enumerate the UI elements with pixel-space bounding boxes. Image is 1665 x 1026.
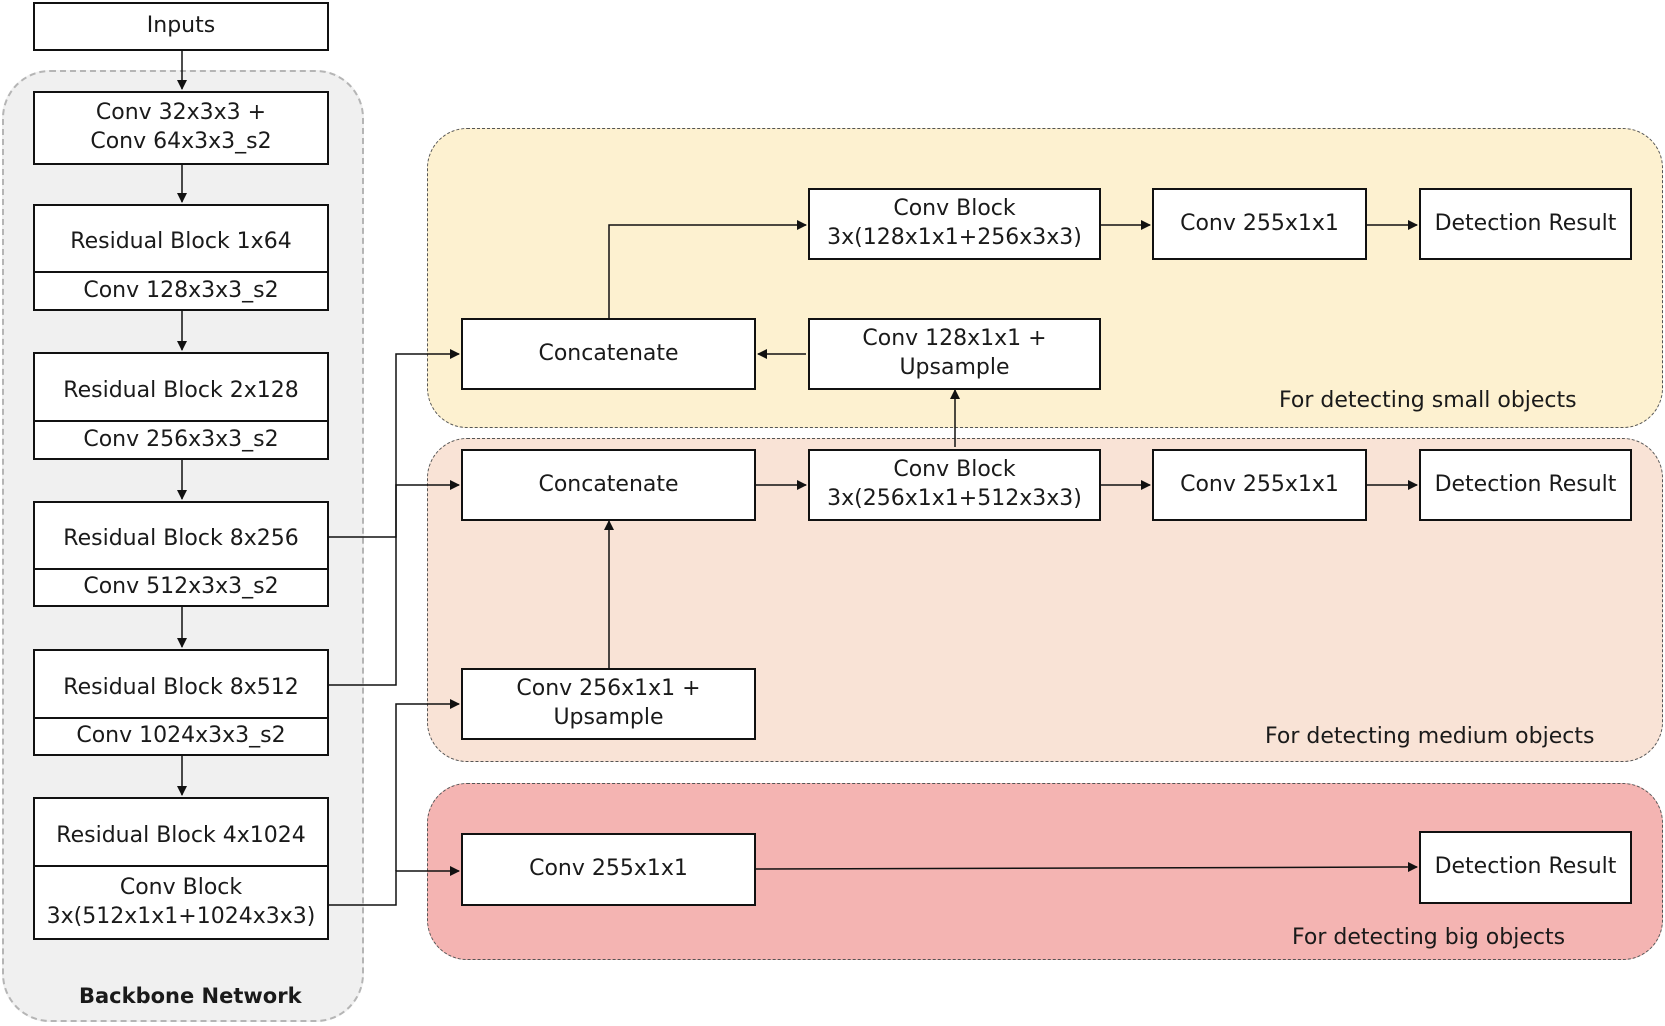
residual-stage-5: Residual Block 4x1024 Conv Block 3x(512x… bbox=[33, 797, 329, 940]
inputs-label: Inputs bbox=[146, 13, 216, 39]
small-conv-output-label: Conv 255x1x1 bbox=[1180, 210, 1339, 236]
stem-conv-label: Conv 32x3x3 + Conv 64x3x3_s2 bbox=[90, 100, 272, 154]
small-conv-output-box: Conv 255x1x1 bbox=[1152, 188, 1367, 260]
residual-stage-2: Residual Block 2x128 Conv 256x3x3_s2 bbox=[33, 352, 329, 460]
big-detection-result-label: Detection Result bbox=[1434, 854, 1617, 880]
medium-detection-result-box: Detection Result bbox=[1419, 449, 1632, 521]
final-conv-block-label: Conv Block 3x(512x1x1+1024x3x3) bbox=[35, 865, 327, 938]
small-conv-upsample-box: Conv 128x1x1 + Upsample bbox=[808, 318, 1101, 390]
medium-conv-upsample-label: Conv 256x1x1 + Upsample bbox=[516, 676, 701, 730]
medium-objects-label: For detecting medium objects bbox=[1265, 724, 1595, 749]
downsample-conv-label: Conv 512x3x3_s2 bbox=[35, 568, 327, 605]
small-conv-block-label: Conv Block 3x(128x1x1+256x3x3) bbox=[827, 196, 1082, 250]
medium-conv-output-label: Conv 255x1x1 bbox=[1180, 471, 1339, 497]
residual-block-label: Residual Block 4x1024 bbox=[56, 822, 306, 848]
small-detection-result-label: Detection Result bbox=[1434, 210, 1617, 236]
small-detection-result-box: Detection Result bbox=[1419, 188, 1632, 260]
medium-conv-upsample-box: Conv 256x1x1 + Upsample bbox=[461, 668, 756, 740]
small-objects-label: For detecting small objects bbox=[1279, 388, 1577, 413]
residual-block-label: Residual Block 8x512 bbox=[63, 674, 299, 700]
downsample-conv-label: Conv 128x3x3_s2 bbox=[35, 271, 327, 309]
stem-conv-box: Conv 32x3x3 + Conv 64x3x3_s2 bbox=[33, 91, 329, 165]
small-conv-block-box: Conv Block 3x(128x1x1+256x3x3) bbox=[808, 188, 1101, 260]
big-conv-output-box: Conv 255x1x1 bbox=[461, 833, 756, 906]
backbone-network-label: Backbone Network bbox=[79, 984, 302, 1008]
arrow-big-conv-result bbox=[755, 862, 1418, 873]
arrow-block5-medium-convup bbox=[395, 699, 460, 871]
big-detection-result-box: Detection Result bbox=[1419, 831, 1632, 904]
medium-concatenate-label: Concatenate bbox=[538, 471, 679, 497]
downsample-conv-label: Conv 256x3x3_s2 bbox=[35, 420, 327, 458]
big-objects-label: For detecting big objects bbox=[1292, 925, 1566, 950]
medium-detection-result-label: Detection Result bbox=[1434, 471, 1617, 497]
big-conv-output-label: Conv 255x1x1 bbox=[529, 856, 688, 882]
medium-conv-block-label: Conv Block 3x(256x1x1+512x3x3) bbox=[827, 457, 1082, 511]
small-conv-upsample-label: Conv 128x1x1 + Upsample bbox=[862, 326, 1047, 380]
medium-conv-block-box: Conv Block 3x(256x1x1+512x3x3) bbox=[808, 449, 1101, 521]
inputs-box: Inputs bbox=[33, 2, 329, 51]
small-concatenate-label: Concatenate bbox=[538, 340, 679, 366]
medium-concatenate-box: Concatenate bbox=[461, 449, 756, 521]
residual-block-label: Residual Block 8x256 bbox=[63, 526, 299, 551]
small-concatenate-box: Concatenate bbox=[461, 318, 756, 390]
medium-conv-output-box: Conv 255x1x1 bbox=[1152, 449, 1367, 521]
arrow-block5-big-conv bbox=[329, 866, 460, 906]
arrow-block4-medium-concat bbox=[329, 480, 460, 686]
residual-block-label: Residual Block 2x128 bbox=[63, 377, 299, 403]
arrow-small-concat-convblock bbox=[608, 220, 807, 318]
arrow-block3-small-concat bbox=[329, 349, 460, 538]
residual-stage-3: Residual Block 8x256 Conv 512x3x3_s2 bbox=[33, 501, 329, 607]
residual-stage-1: Residual Block 1x64 Conv 128x3x3_s2 bbox=[33, 204, 329, 311]
residual-block-label: Residual Block 1x64 bbox=[70, 229, 292, 254]
downsample-conv-label: Conv 1024x3x3_s2 bbox=[35, 717, 327, 754]
residual-stage-4: Residual Block 8x512 Conv 1024x3x3_s2 bbox=[33, 649, 329, 756]
